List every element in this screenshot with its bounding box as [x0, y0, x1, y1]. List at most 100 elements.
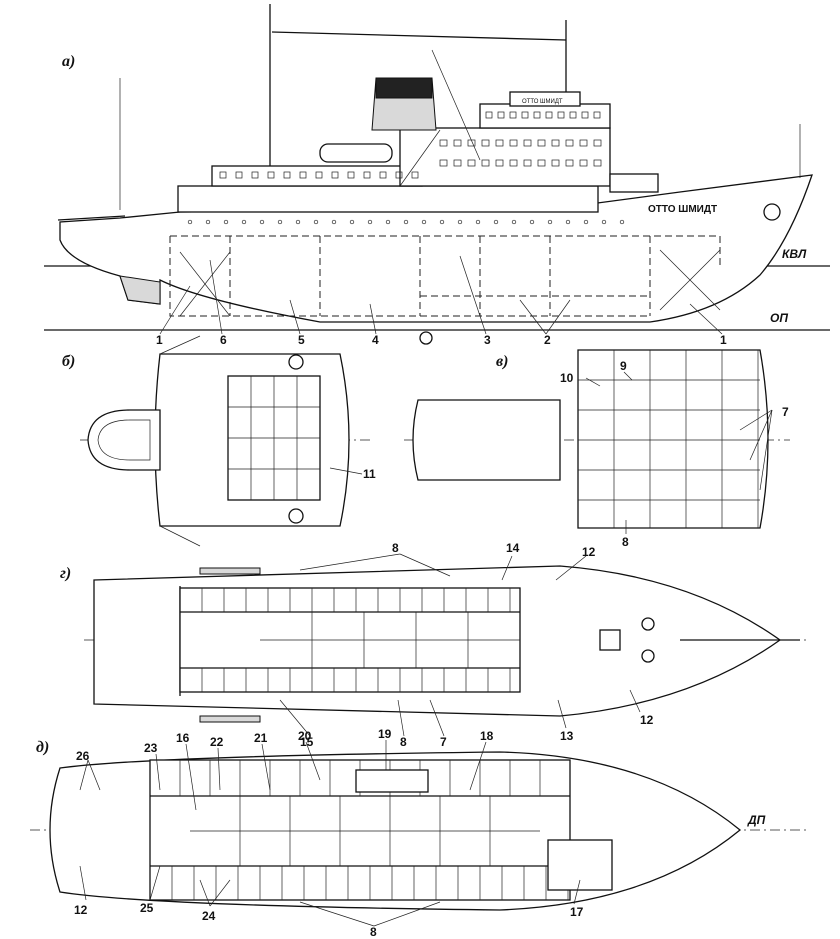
window — [593, 139, 602, 147]
lifeboat-g-port — [199, 567, 261, 575]
propeller-symbol — [419, 331, 433, 345]
funnel-top — [375, 77, 433, 99]
deck-plan-g: г) 8 14 12 12 13 7 8 15 — [60, 541, 806, 749]
porthole — [277, 219, 283, 225]
window — [481, 139, 490, 147]
porthole — [349, 219, 355, 225]
callout-10: 10 — [560, 371, 574, 385]
conference-room-d — [355, 769, 429, 793]
rigging-line — [431, 49, 481, 161]
window — [593, 159, 602, 167]
window — [267, 171, 275, 179]
forecastle-house — [609, 173, 659, 193]
window — [481, 159, 490, 167]
helideck-v — [412, 399, 561, 481]
callout-4: 4 — [372, 333, 379, 347]
deck-plan-b: б) 11 — [62, 335, 376, 547]
callout-22: 22 — [210, 735, 224, 749]
window — [453, 139, 462, 147]
callout-12-d: 12 — [74, 903, 88, 917]
porthole — [331, 219, 337, 225]
superstructure-windows — [219, 111, 602, 179]
portholes — [187, 219, 625, 225]
callout-1-fwd: 1 — [720, 333, 727, 347]
window — [347, 171, 355, 179]
porthole — [475, 219, 481, 225]
bridge-name-text: ОТТО ШМИДТ — [522, 99, 563, 105]
callout-8-d: 8 — [370, 925, 377, 939]
window — [579, 159, 588, 167]
callout-9: 9 — [620, 359, 627, 373]
callout-24: 24 — [202, 909, 216, 923]
window — [395, 171, 403, 179]
window — [579, 139, 588, 147]
porthole — [205, 219, 211, 225]
callout-15: 15 — [300, 735, 314, 749]
porthole — [511, 219, 517, 225]
callout-6: 6 — [220, 333, 227, 347]
section-label-a: а) — [62, 53, 75, 70]
window — [509, 111, 517, 119]
lifeboat-g-stbd — [199, 715, 261, 723]
window — [439, 139, 448, 147]
rooms-g — [201, 588, 520, 692]
window — [283, 171, 291, 179]
window — [551, 159, 560, 167]
tank-outlines — [169, 235, 721, 317]
dp-label: ДП — [747, 813, 766, 827]
window — [495, 139, 504, 147]
window — [411, 171, 419, 179]
section-label-g: г) — [60, 565, 71, 582]
callout-20: 20 — [298, 729, 312, 743]
window — [551, 139, 560, 147]
window — [565, 159, 574, 167]
callout-18: 18 — [480, 729, 494, 743]
callout-line-11 — [329, 467, 363, 475]
porthole — [421, 219, 427, 225]
window — [569, 111, 577, 119]
hull-name-text: ОТТО ШМИДТ — [648, 204, 717, 215]
window — [565, 139, 574, 147]
op-label: ОП — [770, 311, 788, 325]
main-superstructure-tier1 — [177, 185, 599, 213]
porthole — [313, 219, 319, 225]
window — [509, 159, 518, 167]
section-label-v: в) — [496, 353, 508, 370]
porthole — [493, 219, 499, 225]
cinema-hall-d — [547, 839, 613, 891]
callout-19: 19 — [378, 727, 392, 741]
porthole — [547, 219, 553, 225]
porthole — [583, 219, 589, 225]
window — [331, 171, 339, 179]
porthole — [367, 219, 373, 225]
window — [235, 171, 243, 179]
rudder — [119, 275, 161, 305]
window — [557, 111, 565, 119]
porthole — [565, 219, 571, 225]
callout-7-v: 7 — [782, 405, 789, 419]
window — [251, 171, 259, 179]
hull-emblem — [763, 203, 781, 221]
window — [533, 111, 541, 119]
callout-23: 23 — [144, 741, 158, 755]
callout-13: 13 — [560, 729, 574, 743]
callout-14: 14 — [506, 541, 520, 555]
section-label-d: д) — [36, 739, 49, 756]
porthole — [223, 219, 229, 225]
porthole — [241, 219, 247, 225]
callout-17: 17 — [570, 905, 584, 919]
wheelhouse-top — [509, 91, 581, 107]
bridge-deck — [479, 103, 611, 129]
window — [363, 171, 371, 179]
callout-1-aft: 1 — [156, 333, 163, 347]
window — [379, 171, 387, 179]
window — [299, 171, 307, 179]
callout-16: 16 — [176, 731, 190, 745]
callout-5: 5 — [298, 333, 305, 347]
porthole — [259, 219, 265, 225]
mast-stay — [271, 31, 567, 41]
stern-bulwark — [57, 215, 126, 221]
window — [581, 111, 589, 119]
window — [523, 159, 532, 167]
rooms-b — [228, 376, 320, 500]
